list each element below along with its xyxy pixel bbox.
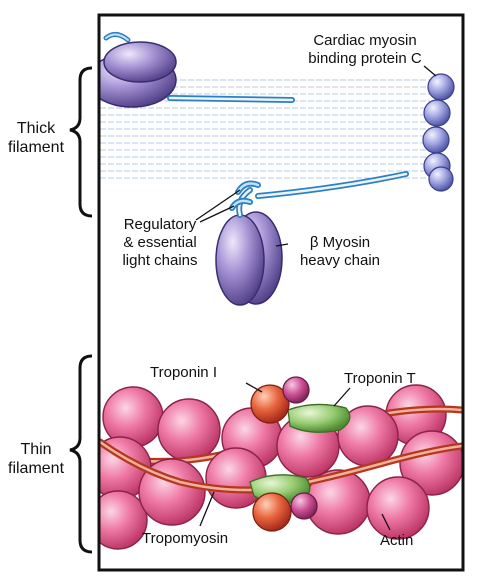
actin-label: Actin [380, 532, 414, 549]
thick-filament-brace [69, 66, 93, 218]
myosin-head-top [100, 32, 177, 108]
leader-lines-thin [199, 382, 391, 531]
heavy-chain-label: β Myosin heavy chain [290, 234, 390, 270]
light-chains-line3: light chains [122, 252, 198, 269]
thick-filament [100, 32, 455, 306]
mybpc-label: Cardiac myosin binding protein C [290, 32, 440, 68]
thin-label-line2: filament [8, 460, 65, 477]
thin-filament [100, 376, 462, 550]
troponin-complex-upper [250, 376, 351, 433]
heavy-chain-line2: heavy chain [299, 252, 381, 269]
leader-lines-thick [195, 65, 437, 247]
thick-filament-label: Thick filament [8, 119, 64, 157]
troponin-complex-lower [249, 474, 318, 532]
thick-label-line1: Thick [16, 120, 56, 137]
actin-back-row [102, 384, 447, 462]
light-chains-line1: Regulatory [123, 216, 197, 233]
heavy-chain-line1: β Myosin [309, 234, 371, 251]
mybpc-label-line1: Cardiac myosin [313, 32, 417, 49]
thick-label-line2: filament [8, 139, 65, 156]
light-chains-line2: & essential [123, 234, 197, 251]
diagram-frame [97, 13, 465, 572]
tropomyosin-label: Tropomyosin [142, 530, 229, 547]
troponin-i-label: Troponin I [150, 364, 217, 381]
myosin-head-bottom [215, 180, 283, 306]
troponin-t-label: Troponin T [344, 370, 416, 387]
thin-filament-label: Thin filament [8, 440, 64, 478]
thin-label-line1: Thin [20, 441, 52, 458]
light-chains-label: Regulatory & essential light chains [108, 216, 212, 270]
thin-filament-brace [69, 354, 93, 554]
mybpc-beads [422, 73, 455, 192]
mybpc-label-line2: binding protein C [308, 50, 422, 67]
